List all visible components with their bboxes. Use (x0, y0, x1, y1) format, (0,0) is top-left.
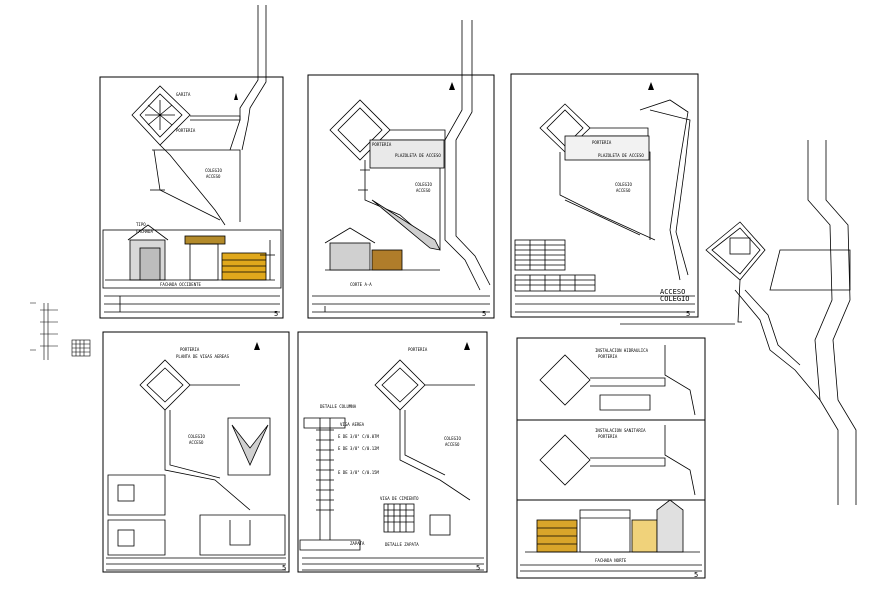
sheet-3: PORTERIA PLAZOLETA DE ACCESO COLEGIO ACC… (510, 73, 699, 318)
sheet6-fachada-norte: FACHADA NORTE (595, 558, 627, 563)
sheet6-porteria-1: PORTERIA (598, 354, 618, 359)
sheet1-label-acceso: ACCESO (206, 174, 221, 179)
site-plan-outline (620, 140, 857, 505)
sheet4-label-colegio: COLEGIO (188, 434, 205, 439)
sheet1-number: 5 (274, 310, 278, 318)
sheet6-number: 5 (694, 571, 698, 579)
sheet5-label-porteria: PORTERIA (408, 347, 428, 352)
sheet5-detalle-zapata: DETALLE ZAPATA (385, 542, 419, 547)
sheet5-detalle-columna: DETALLE COLUMNA (320, 404, 357, 409)
sheet5-estribo-2: E DE 3/8" C/0.12M (338, 446, 380, 451)
sheet3-label-porteria: PORTERIA (592, 140, 612, 145)
sheet4-label-acceso: ACCESO (189, 440, 204, 445)
sheet-2: PORTERIA PLAZOLETA DE ACCESO COLEGIO ACC… (307, 20, 495, 319)
north-arrow-icon (234, 93, 238, 100)
sheet4-label-porteria: PORTERIA (180, 347, 200, 352)
sheet5-label-acceso: ACCESO (445, 442, 460, 447)
north-arrow-icon (254, 342, 260, 350)
sheet5-number: 5 (476, 564, 480, 572)
sheet6-porteria-2: PORTERIA (598, 434, 618, 439)
sheet2-number: 5 (482, 310, 486, 318)
sheet5-estribo-1: E DE 3/8" C/0.07M (338, 434, 380, 439)
sheet3-number: 5 (686, 310, 690, 318)
north-arrow-icon (648, 82, 654, 90)
left-detail-fragments (30, 302, 91, 360)
sheet-1: GARITA PORTERIA COLEGIO ACCESO TIPO FACH… (99, 5, 284, 319)
sheet-5: PORTERIA DETALLE COLUMNA VIGA AEREA E DE… (297, 331, 488, 573)
sheet2-label-acceso: ACCESO (416, 188, 431, 193)
sheet3-stamp-colegio: COLEGIO (660, 295, 690, 303)
sheet3-label-colegio: COLEGIO (615, 182, 632, 187)
sheet1-label-fachada: FACHADA (136, 229, 153, 234)
north-arrow-icon (464, 342, 470, 350)
sheet4-subtitle: PLANTA DE VIGAS AEREAS (176, 354, 230, 359)
sheet5-viga-aerea: VIGA AEREA (340, 422, 365, 427)
sheet6-instalacion-hidraulica: INSTALACION HIDRAULICA (595, 348, 649, 353)
north-arrow-icons (234, 82, 654, 350)
sheet6-instalacion-sanitaria: INSTALACION SANITARIA (595, 428, 646, 433)
sheet3-stamp-acceso: ACCESO (660, 288, 685, 296)
sheet1-label-tipo: TIPO (136, 222, 146, 227)
sheet3-label-plazoleta: PLAZOLETA DE ACCESO (598, 153, 644, 158)
sheet5-label-colegio: COLEGIO (444, 436, 461, 441)
sheet-4: PORTERIA PLANTA DE VIGAS AEREAS COLEGIO … (102, 331, 290, 573)
sheet1-label-colegio: COLEGIO (205, 168, 222, 173)
sheet4-number: 5 (282, 564, 286, 572)
sheet2-label-porteria: PORTERIA (372, 142, 392, 147)
sheet2-label-plazoleta: PLAZOLETA DE ACCESO (395, 153, 441, 158)
sheet1-label-porteria: PORTERIA (176, 128, 196, 133)
sheet-6: INSTALACION HIDRAULICA PORTERIA INSTALAC… (516, 337, 706, 579)
north-arrow-icon (449, 82, 455, 90)
sheet1-label-garita: GARITA (176, 92, 191, 97)
sheet1-title: FACHADA OCCIDENTE (160, 282, 202, 287)
sheet5-zapata: ZAPATA (350, 541, 365, 546)
sheet5-estribo-3: E DE 3/8" C/0.15M (338, 470, 380, 475)
sheet3-label-acceso: ACCESO (616, 188, 631, 193)
sheet5-viga-cimiento: VIGA DE CIMIENTO (380, 496, 419, 501)
sheet2-label-colegio: COLEGIO (415, 182, 432, 187)
sheet2-title: CORTE A-A (350, 282, 372, 287)
